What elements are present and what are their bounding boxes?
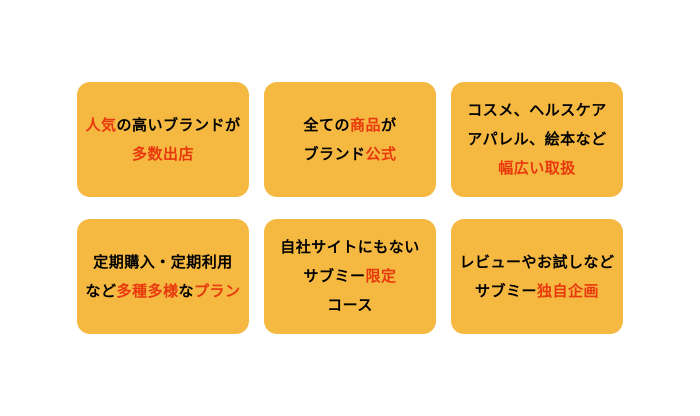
feature-cards-grid: 人気の高いブランドが 多数出店 全ての商品が ブランド公式 コスメ、ヘルスケア … — [77, 82, 623, 334]
card-line: サブミー限定 — [303, 262, 396, 291]
card-text-segment: サブミー — [303, 268, 366, 285]
card-line: 定期購入・定期利用 — [93, 248, 233, 277]
card-line: ブランド公式 — [303, 140, 396, 169]
card-text-segment: 多種多様 — [116, 282, 179, 300]
card-text-segment: コース — [327, 297, 373, 314]
card-line: 多数出店 — [132, 140, 194, 169]
card-line: 幅広い取扱 — [498, 154, 576, 183]
card-text-segment: の高いブランドが — [116, 116, 241, 134]
card-wide-selection: コスメ、ヘルスケア アパレル、絵本など 幅広い取扱 — [451, 82, 623, 197]
card-text-segment: 自社サイトにもない — [280, 239, 420, 256]
card-popular-brands: 人気の高いブランドが 多数出店 — [77, 82, 249, 197]
card-line: サブミー独自企画 — [475, 277, 599, 306]
card-text-segment: 全ての — [303, 116, 350, 134]
card-original-projects: レビューやお試しなど サブミー独自企画 — [451, 219, 623, 334]
card-text-segment: 限定 — [365, 268, 397, 285]
card-line: 人気の高いブランドが — [85, 111, 240, 140]
card-line: アパレル、絵本など — [467, 125, 606, 154]
card-text-segment: 多数出店 — [131, 145, 194, 163]
card-line: レビューやお試しなど — [459, 248, 614, 277]
card-line: 自社サイトにもない — [280, 233, 420, 262]
card-text-segment: サブミー — [474, 282, 537, 300]
card-line: コース — [327, 291, 373, 320]
card-line: コスメ、ヘルスケア — [467, 96, 607, 125]
card-exclusive-courses: 自社サイトにもない サブミー限定 コース — [264, 219, 436, 334]
card-text-segment: など — [85, 282, 117, 300]
card-line: など多種多様なプラン — [85, 277, 240, 306]
card-text-segment: 定期購入・定期利用 — [93, 253, 233, 271]
card-text-segment: 独自企画 — [537, 282, 600, 300]
card-text-segment: な — [178, 282, 195, 300]
card-official-brand-items: 全ての商品が ブランド公式 — [264, 82, 436, 197]
card-text-segment: プラン — [194, 282, 241, 300]
card-text-segment: アパレル、絵本など — [467, 131, 607, 148]
card-text-segment: レビューやお試しなど — [459, 253, 615, 271]
card-line: 全ての商品が — [303, 111, 396, 140]
card-text-segment: 幅広い取扱 — [498, 160, 576, 177]
card-plan-variety: 定期購入・定期利用 など多種多様なプラン — [77, 219, 249, 334]
card-text-segment: ブランド — [303, 145, 366, 163]
card-text-segment: 公式 — [365, 145, 397, 163]
card-text-segment: 商品 — [349, 116, 381, 134]
card-text-segment: 人気 — [85, 116, 117, 134]
card-text-segment: が — [381, 116, 397, 134]
card-text-segment: コスメ、ヘルスケア — [467, 102, 607, 119]
